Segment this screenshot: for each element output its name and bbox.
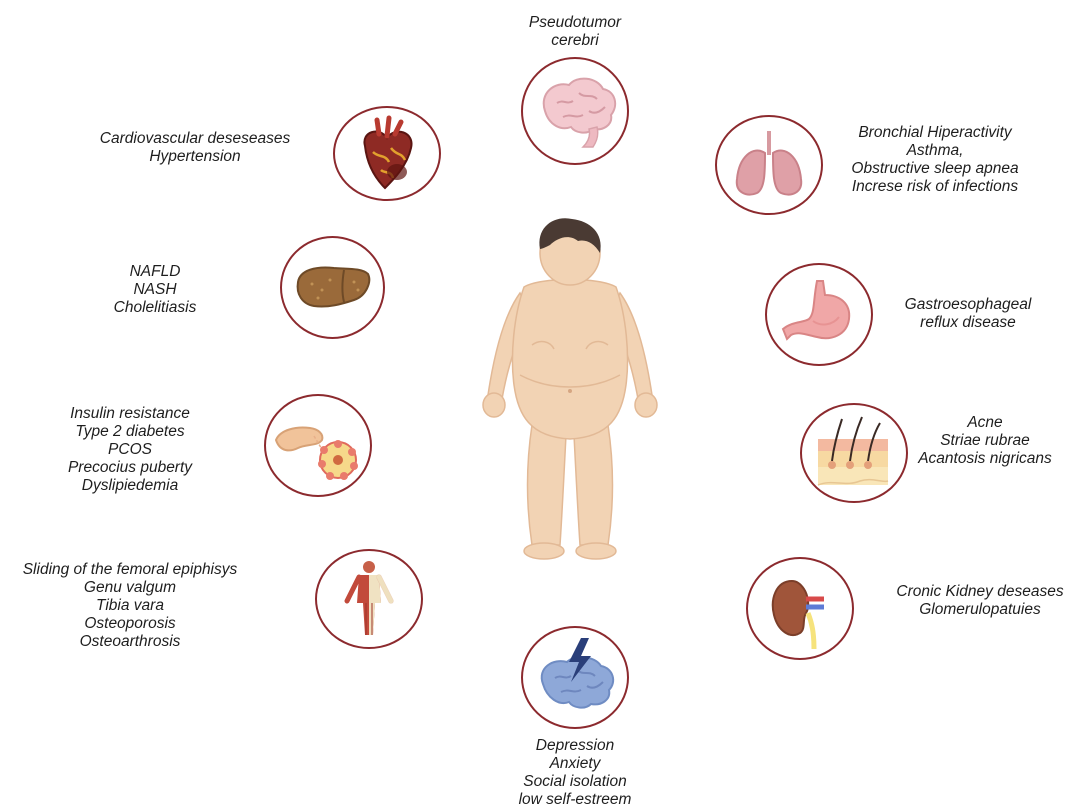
skeleton-ring bbox=[315, 549, 423, 649]
child-right-foot bbox=[576, 543, 616, 559]
label-renal: Cronic Kidney deseases Glomerulopatuies bbox=[885, 583, 1075, 619]
label-cardiovascular: Cardiovascular deseseases Hypertension bbox=[70, 130, 320, 166]
child-right-leg bbox=[574, 425, 613, 545]
child-left-leg bbox=[528, 425, 567, 545]
obese-child-figure bbox=[470, 215, 670, 575]
brain-icon bbox=[523, 59, 627, 163]
child-torso bbox=[512, 280, 627, 440]
liver-ring bbox=[280, 236, 385, 339]
label-pseudotumor: Pseudotumor cerebri bbox=[505, 14, 645, 50]
skin-layers-icon bbox=[802, 405, 906, 501]
skin-ring bbox=[800, 403, 908, 503]
label-hepatic: NAFLD NASH Cholelitiasis bbox=[90, 263, 220, 317]
label-orthopedic: Sliding of the femoral epiphisys Genu va… bbox=[5, 561, 255, 651]
pancreas-ring bbox=[264, 394, 372, 497]
child-right-hand bbox=[635, 393, 657, 417]
label-psychosocial: Depression Anxiety Social isolation low … bbox=[500, 737, 650, 809]
child-left-foot bbox=[524, 543, 564, 559]
label-skin: Acne Striae rubrae Acantosis nigricans bbox=[900, 414, 1070, 468]
stomach-ring bbox=[765, 263, 873, 366]
liver-icon bbox=[282, 238, 383, 337]
heart-ring bbox=[333, 106, 441, 201]
label-metabolic: Insulin resistance Type 2 diabetes PCOS … bbox=[45, 405, 215, 495]
musculoskeletal-body-icon bbox=[317, 551, 421, 647]
stressed-brain-icon bbox=[523, 628, 627, 727]
child-left-hand bbox=[483, 393, 505, 417]
stomach-icon bbox=[767, 265, 871, 364]
lungs-ring bbox=[715, 115, 823, 215]
label-gastro: Gastroesophageal reflux disease bbox=[888, 296, 1048, 332]
kidney-icon bbox=[748, 559, 852, 658]
lungs-icon bbox=[717, 117, 821, 213]
mental-ring bbox=[521, 626, 629, 729]
heart-icon bbox=[335, 108, 439, 199]
kidney-ring bbox=[746, 557, 854, 660]
pancreas-icon bbox=[266, 396, 370, 495]
label-respiratory: Bronchial Hiperactivity Asthma, Obstruct… bbox=[825, 124, 1045, 196]
brain-ring bbox=[521, 57, 629, 165]
